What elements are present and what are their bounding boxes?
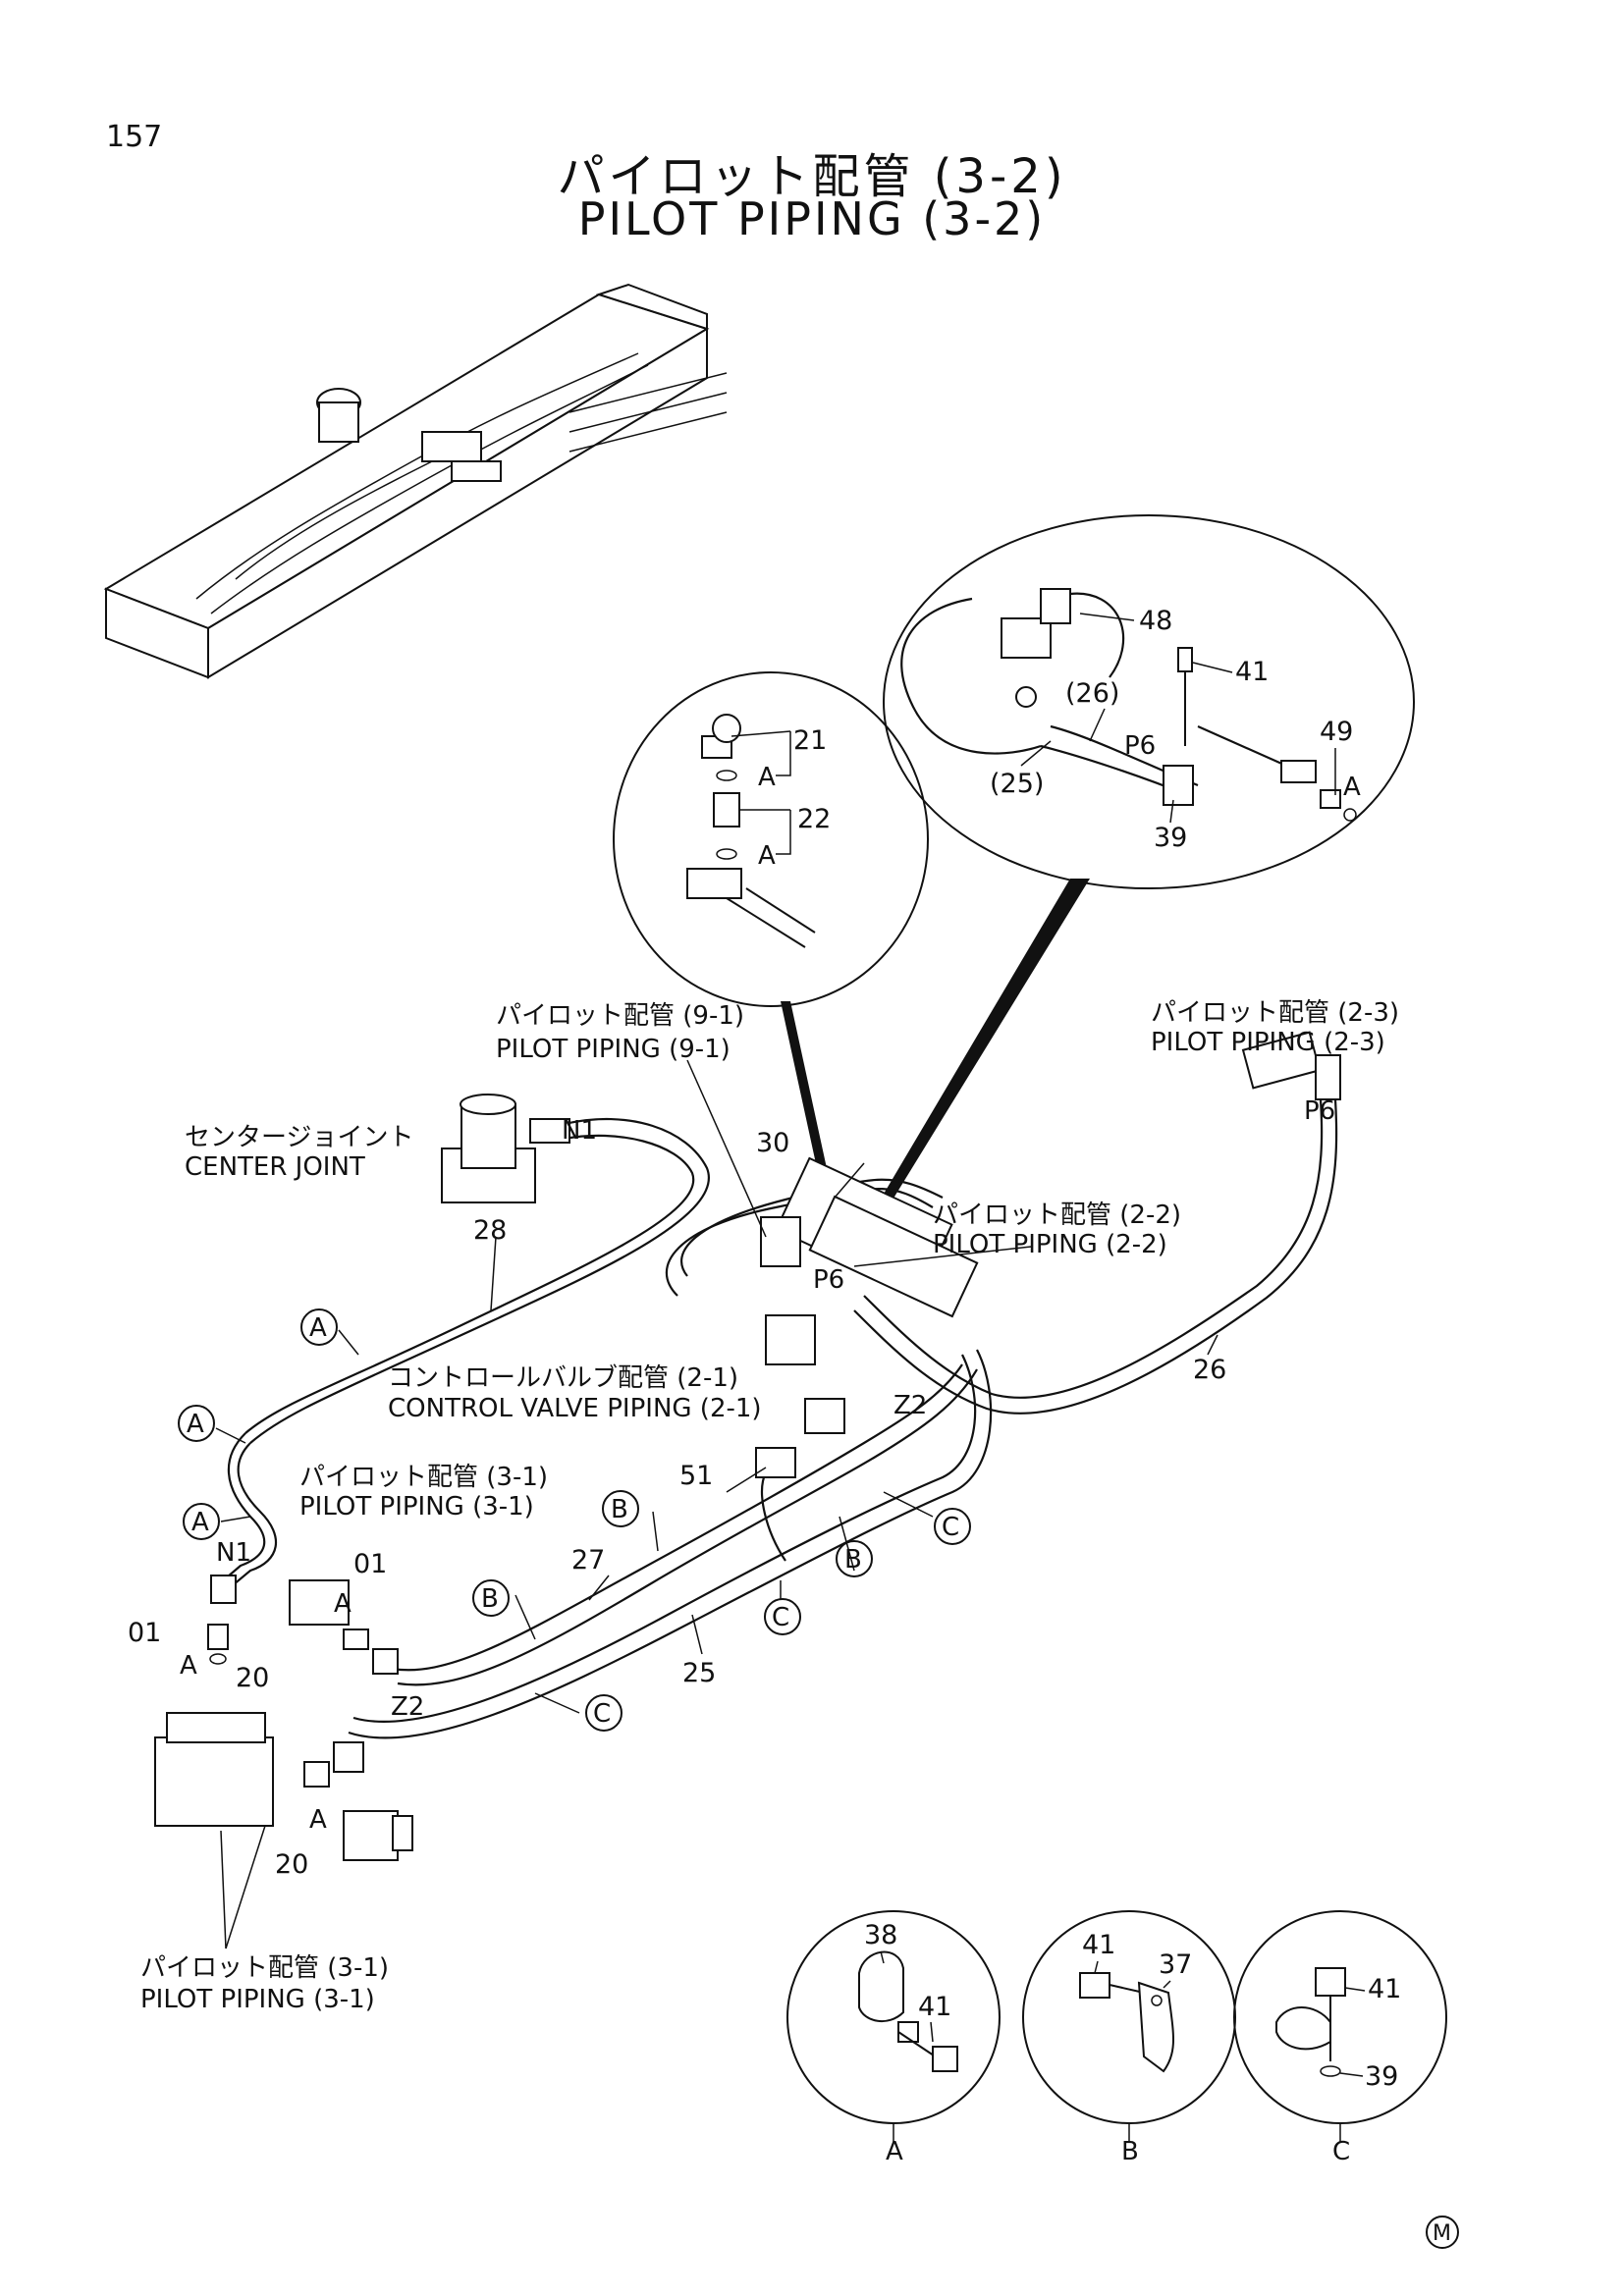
detail-view-c: 41 39 C: [1233, 1910, 1447, 2166]
callout-center-joint-en: CENTER JOINT: [185, 1152, 365, 1182]
part-number-22: 22: [797, 804, 831, 834]
page-title-english: PILOT PIPING (3-2): [577, 192, 1047, 245]
part-number-41-detail-b: 41: [1082, 1930, 1115, 1960]
part-number-48: 48: [1139, 606, 1172, 636]
part-number-01-upper: 01: [353, 1549, 387, 1579]
clamp-marker-a: A: [191, 1508, 209, 1537]
clamp-marker-b: B: [844, 1545, 862, 1575]
ref-letter-a: A: [309, 1805, 327, 1835]
part-number-39: 39: [1154, 823, 1187, 853]
clamp-marker-c: C: [942, 1513, 959, 1542]
main-labels: パイロット配管 (9-1) PILOT PIPING (9-1) パイロット配管…: [128, 998, 1399, 2014]
port-label-z2: Z2: [893, 1391, 927, 1420]
callout-pilot-2-3-jp: パイロット配管 (2-3): [1151, 998, 1399, 1028]
part-number-21: 21: [793, 725, 827, 756]
port-label-p6: P6: [813, 1265, 844, 1295]
clamp-marker-a: A: [187, 1410, 204, 1439]
clamp-marker-b: B: [481, 1584, 499, 1614]
part-number-28: 28: [473, 1215, 507, 1246]
detail-circle-pilot-line: 48 41 (26) (25) P6 39 49 A: [864, 514, 1415, 1227]
callout-pilot-3-1-en: PILOT PIPING (3-1): [299, 1492, 534, 1522]
page-number: 157: [106, 120, 163, 154]
part-number-20-upper: 20: [236, 1663, 269, 1693]
callout-pilot-2-3-en: PILOT PIPING (2-3): [1151, 1028, 1385, 1057]
part-number-01-lower: 01: [128, 1618, 161, 1648]
part-number-41: 41: [1235, 657, 1269, 687]
ref-letter-a: A: [1343, 773, 1361, 802]
ref-letter-a: A: [758, 763, 776, 792]
part-number-27: 27: [571, 1545, 605, 1575]
callout-pilot-3-1-lower-en: PILOT PIPING (3-1): [140, 1985, 375, 2014]
main-piping: [154, 1031, 1341, 1949]
ref-letter-a: A: [758, 841, 776, 871]
clamp-marker-c: C: [593, 1699, 611, 1729]
callout-pilot-2-2-jp: パイロット配管 (2-2): [933, 1201, 1181, 1230]
callout-pilot-3-1-lower-jp: パイロット配管 (3-1): [140, 1953, 389, 1983]
detail-view-b: 41 37 B: [1022, 1910, 1236, 2166]
callout-control-valve-jp: コントロールバルブ配管 (2-1): [388, 1363, 738, 1393]
clamp-markers: A A A B B B C C C: [178, 1308, 971, 1732]
port-label-p6: P6: [1124, 731, 1156, 761]
clamp-marker-a: A: [309, 1313, 327, 1343]
page-title-japanese: パイロット配管 (3-2): [557, 149, 1067, 204]
footer-mark: M: [1426, 2216, 1459, 2249]
port-label-p6: P6: [1304, 1096, 1335, 1126]
ref-letter-a: A: [334, 1589, 352, 1619]
part-number-38: 38: [864, 1920, 897, 1950]
part-number-37: 37: [1159, 1949, 1192, 1980]
part-number-25: 25: [682, 1658, 716, 1688]
detail-label-c: C: [1332, 2137, 1350, 2166]
part-number-49: 49: [1320, 717, 1353, 747]
port-label-z2: Z2: [391, 1692, 424, 1722]
part-number-41-detail-c: 41: [1368, 1974, 1401, 2004]
callout-pilot-3-1-jp: パイロット配管 (3-1): [299, 1463, 548, 1492]
frame-overview: [103, 283, 728, 679]
callout-control-valve-en: CONTROL VALVE PIPING (2-1): [388, 1394, 762, 1423]
part-number-26: 26: [1193, 1355, 1226, 1385]
footer-mark-letter: M: [1433, 2221, 1451, 2246]
callout-pilot-2-2-en: PILOT PIPING (2-2): [933, 1230, 1167, 1259]
part-number-51: 51: [679, 1461, 713, 1491]
detail-label-a: A: [886, 2137, 903, 2166]
detail-label-b: B: [1121, 2137, 1139, 2166]
callout-pilot-9-1-en: PILOT PIPING (9-1): [496, 1035, 731, 1064]
port-label-n1: N1: [562, 1116, 597, 1146]
part-number-25-detail: (25): [990, 769, 1044, 799]
clamp-marker-c: C: [772, 1603, 789, 1632]
clamp-marker-b: B: [611, 1495, 628, 1524]
part-number-26-detail: (26): [1065, 678, 1119, 709]
part-number-20-lower: 20: [275, 1849, 308, 1880]
part-number-30: 30: [756, 1128, 789, 1158]
port-label-n1: N1: [216, 1538, 251, 1568]
detail-view-a: 38 41 A: [786, 1910, 1001, 2166]
part-number-41-detail-a: 41: [918, 1992, 951, 2022]
ref-letter-a: A: [180, 1651, 197, 1681]
callout-center-joint-jp: センタージョイント: [185, 1123, 413, 1152]
callout-pilot-9-1-jp: パイロット配管 (9-1): [496, 1001, 744, 1031]
part-number-39-detail-c: 39: [1365, 2061, 1398, 2092]
